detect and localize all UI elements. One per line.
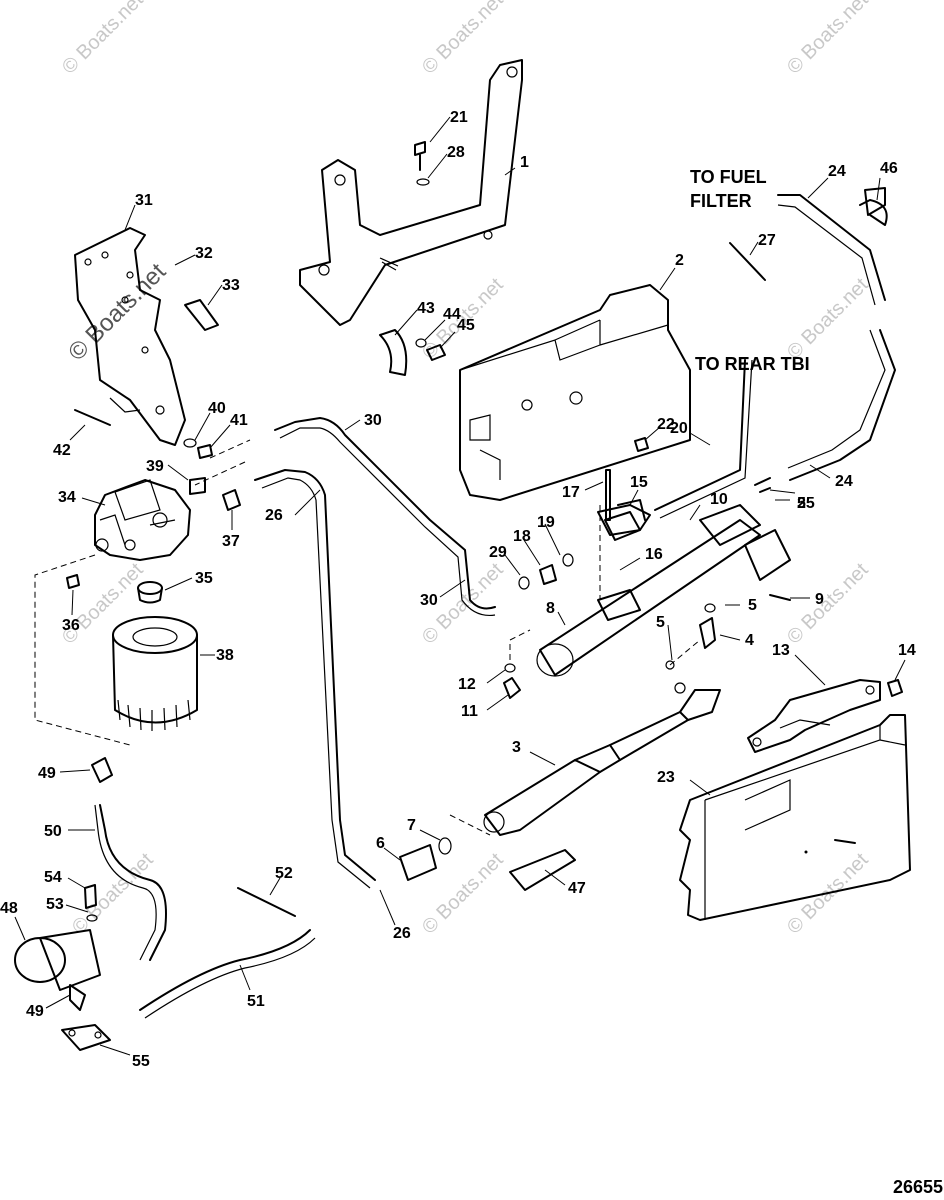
callout-21: 21 (450, 109, 468, 126)
callout-14: 14 (898, 642, 916, 659)
fasteners (66, 141, 903, 922)
diagram-number: 26655 (893, 1177, 943, 1197)
callout-17: 17 (562, 484, 580, 501)
part-34-filter-head (94, 479, 191, 561)
callout-43: 43 (417, 300, 435, 317)
watermark: © Boats.net (58, 0, 148, 79)
annotation-to-fuel-filter-line1: TO FUEL (690, 167, 767, 187)
watermark: © Boats.net (58, 559, 148, 649)
annotation-to-fuel-filter-line2: FILTER (690, 191, 752, 211)
fuel-lines (94, 194, 896, 1019)
callout-35: 35 (195, 570, 213, 587)
callout-33: 33 (222, 277, 240, 294)
part-8-fuel-rail (536, 504, 791, 677)
part-2-cover (459, 284, 691, 501)
callout-31: 31 (135, 192, 153, 209)
callout-47: 47 (568, 880, 586, 897)
watermark: © Boats.net (783, 0, 873, 79)
part-23-box (679, 714, 911, 921)
callout-18: 18 (513, 528, 531, 545)
dashed-guides (34, 439, 701, 836)
watermark: © Boats.net (418, 849, 508, 939)
callout-49a: 49 (38, 765, 56, 782)
part-46-clip (859, 199, 888, 226)
callout-50: 50 (44, 823, 62, 840)
callout-30a: 30 (364, 412, 382, 429)
part-48-lift-pump (14, 929, 101, 1011)
callout-41: 41 (230, 412, 248, 429)
callout-11: 11 (461, 703, 478, 720)
callout-15: 15 (630, 474, 648, 491)
callout-49b: 49 (26, 1003, 44, 1020)
callout-2: 2 (675, 252, 684, 269)
callout-24b: 24 (835, 473, 853, 490)
annotations: TO FUEL FILTER TO REAR TBI (690, 167, 810, 374)
callout-26a: 26 (265, 507, 283, 524)
callout-46: 46 (880, 160, 898, 177)
callout-7: 7 (407, 817, 416, 834)
callout-44: 44 (443, 306, 461, 323)
callout-5b: 5 (797, 495, 806, 512)
part-55-gasket (61, 1024, 111, 1051)
callout-29: 29 (489, 544, 507, 561)
callout-4: 4 (745, 632, 754, 649)
part-15-regulator (604, 499, 646, 541)
callout-3: 3 (512, 739, 521, 756)
callout-22: 22 (657, 416, 675, 433)
callout-30b: 30 (420, 592, 438, 609)
callout-37: 37 (222, 533, 240, 550)
watermark: © Boats.net (783, 274, 873, 364)
callout-19: 19 (537, 514, 555, 531)
callout-38: 38 (216, 647, 234, 664)
callout-12: 12 (458, 676, 476, 693)
watermark: © Boats.net (783, 559, 873, 649)
callout-45: 45 (457, 317, 475, 334)
part-38-fuel-filter (112, 616, 198, 731)
callout-40: 40 (208, 400, 226, 417)
callout-34: 34 (58, 489, 76, 506)
callout-16: 16 (645, 546, 663, 563)
callout-6: 6 (376, 835, 385, 852)
callout-27: 27 (758, 232, 776, 249)
callout-51: 51 (247, 993, 265, 1010)
watermark-bold: © Boats.net (63, 258, 171, 366)
callout-23: 23 (657, 769, 675, 786)
part-31-bracket (74, 227, 186, 446)
part-35-fitting (137, 581, 163, 604)
callout-24a: 24 (828, 163, 846, 180)
callout-1: 1 (520, 154, 529, 171)
callout-55: 55 (132, 1053, 150, 1070)
watermark: © Boats.net (418, 0, 508, 79)
callout-53: 53 (46, 896, 64, 913)
callout-20: 20 (670, 420, 688, 437)
part-13-plate (747, 679, 881, 753)
callout-8: 8 (546, 600, 555, 617)
callout-25: 25 (797, 495, 815, 512)
callout-54: 54 (44, 869, 62, 886)
callout-39: 39 (146, 458, 164, 475)
callout-5a: 5 (748, 597, 757, 614)
callout-36: 36 (62, 617, 80, 634)
annotation-to-rear-tbi: TO REAR TBI (695, 354, 810, 374)
callout-5c: 5 (656, 614, 665, 631)
callout-42: 42 (53, 442, 71, 459)
callout-13: 13 (772, 642, 790, 659)
watermark: © Boats.net (68, 849, 158, 939)
part-3-fuel-pump (483, 689, 721, 836)
callout-26b: 26 (393, 925, 411, 942)
callout-32: 32 (195, 245, 213, 262)
part-1-bracket (299, 59, 523, 326)
callout-52: 52 (275, 865, 293, 882)
callout-9: 9 (815, 591, 824, 608)
part-49-fitting (91, 757, 113, 783)
callouts: 1 2 3 4 5 5 5 6 7 8 9 10 11 12 13 14 15 … (0, 109, 916, 1070)
callout-10: 10 (710, 491, 728, 508)
callout-48: 48 (0, 900, 18, 917)
callout-28: 28 (447, 144, 465, 161)
